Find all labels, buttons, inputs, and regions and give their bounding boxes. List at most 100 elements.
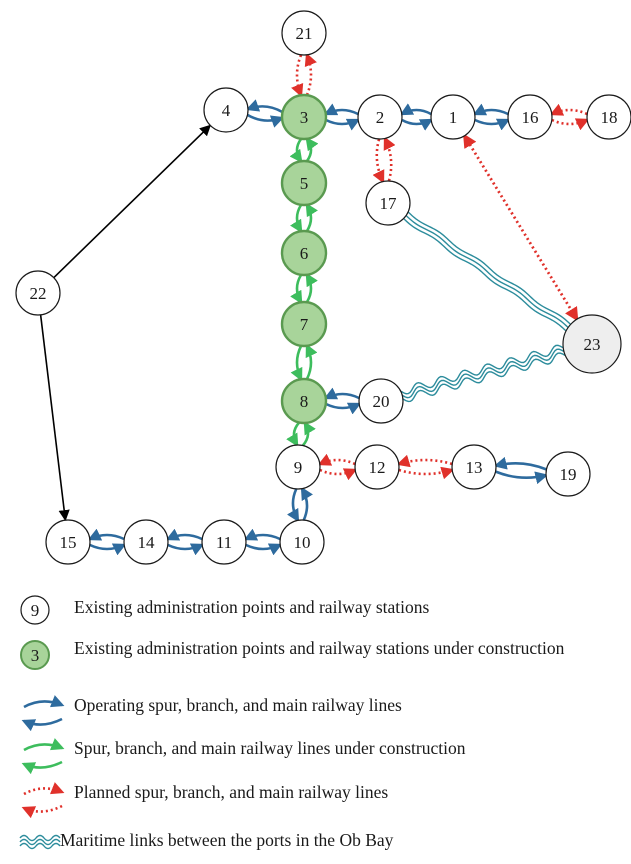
link-arrow <box>300 486 314 521</box>
node-label: 19 <box>560 465 577 484</box>
node-7: 7 <box>280 300 328 348</box>
link-operating-3-2 <box>323 103 361 131</box>
link-arrow <box>323 387 360 400</box>
legend-construction-station: 3 Existing administration points and rai… <box>18 635 614 675</box>
node-label: 1 <box>449 108 458 127</box>
maritime-wave-line <box>407 211 571 325</box>
link-planned-9-12 <box>317 453 358 481</box>
link-planned-2-17 <box>372 136 396 184</box>
node-22: 22 <box>15 270 61 316</box>
node-circle <box>507 94 553 140</box>
node-circle <box>451 444 497 490</box>
node-23: 23 <box>562 314 622 374</box>
legend-existing-text: Existing administration points and railw… <box>74 597 430 617</box>
link-arrow <box>398 466 455 480</box>
link-road-22-15 <box>39 314 70 522</box>
link-arrow <box>474 118 511 131</box>
node-15: 15 <box>45 519 91 565</box>
node-circle <box>123 519 169 565</box>
legend-construction-station-text: Existing administration points and railw… <box>74 638 565 658</box>
node-1: 1 <box>430 94 476 140</box>
link-road-22-4 <box>53 124 212 279</box>
link-arrow <box>325 118 361 131</box>
link-arrow <box>246 113 285 128</box>
links-layer <box>39 52 590 556</box>
link-arrow <box>305 136 319 162</box>
node-4: 4 <box>203 87 249 133</box>
link-arrow <box>301 420 316 447</box>
link-arrow <box>399 103 432 116</box>
legend-existing-sample-label: 9 <box>31 601 40 620</box>
link-maritime-20-23 <box>400 344 566 403</box>
node-16: 16 <box>507 94 553 140</box>
node-label: 15 <box>60 533 77 552</box>
link-arrow <box>167 543 205 556</box>
maritime-wave-line <box>401 348 565 399</box>
legend-operating: Operating spur, branch, and main railway… <box>18 693 614 733</box>
node-label: 2 <box>376 108 385 127</box>
link-arrow <box>289 138 303 164</box>
node-18: 18 <box>586 94 631 140</box>
link-arrow <box>89 543 127 556</box>
link-arrow <box>551 118 590 131</box>
node-label: 6 <box>300 244 309 263</box>
legend: 9 Existing administration points and rai… <box>0 580 631 862</box>
link-arrow <box>495 470 549 485</box>
link-arrow <box>401 118 434 131</box>
node-label: 9 <box>294 458 303 477</box>
link-arrow <box>286 421 301 448</box>
node-label: 22 <box>30 284 47 303</box>
legend-planned: Planned spur, branch, and main railway l… <box>18 780 614 820</box>
node-11: 11 <box>201 519 247 565</box>
link-construction-6-7 <box>290 272 318 305</box>
link-arrow <box>245 543 283 556</box>
planned-line-icon <box>21 782 65 819</box>
node-label: 18 <box>601 108 618 127</box>
link-arrow <box>290 274 303 305</box>
node-label: 4 <box>222 101 231 120</box>
node-circle <box>354 444 400 490</box>
link-construction-8-9 <box>286 420 316 448</box>
node-circle <box>280 377 328 425</box>
link-arrow <box>317 453 356 466</box>
node-circle <box>545 451 591 497</box>
link-operating-11-14 <box>165 528 205 556</box>
node-circle <box>357 94 403 140</box>
construction-station-icon: 3 <box>20 640 50 670</box>
node-circle <box>280 300 328 348</box>
construction-line-icon <box>21 738 65 775</box>
maritime-wave-line <box>405 214 569 329</box>
link-arrow <box>472 103 509 116</box>
link-planned-16-18 <box>549 103 590 131</box>
operating-line-icon <box>21 695 65 732</box>
node-circle <box>358 378 404 424</box>
node-8: 8 <box>280 377 328 425</box>
node-circle <box>275 444 321 490</box>
node-circle <box>562 314 622 374</box>
maritime-wave-line <box>400 344 564 395</box>
node-label: 7 <box>300 315 309 334</box>
link-operating-10-11 <box>243 528 283 556</box>
node-label: 14 <box>138 533 156 552</box>
node-13: 13 <box>451 444 497 490</box>
link-operating-4-3 <box>245 99 285 128</box>
node-6: 6 <box>280 229 328 277</box>
link-arrow <box>319 468 358 481</box>
link-arrow <box>286 488 300 523</box>
node-circle <box>203 87 249 133</box>
link-planned-12-13 <box>396 454 455 480</box>
node-label: 8 <box>300 392 309 411</box>
node-label: 10 <box>294 533 311 552</box>
node-label: 17 <box>380 194 398 213</box>
node-5: 5 <box>280 159 328 207</box>
link-arrow <box>493 456 547 471</box>
link-planned-1-23 <box>463 133 579 322</box>
legend-planned-text: Planned spur, branch, and main railway l… <box>74 782 389 802</box>
link-arrow <box>305 272 318 303</box>
node-circle <box>15 270 61 316</box>
link-arrow <box>304 52 317 96</box>
link-arrow <box>165 528 203 541</box>
link-maritime-17-23 <box>403 211 571 332</box>
node-circle <box>586 94 631 140</box>
